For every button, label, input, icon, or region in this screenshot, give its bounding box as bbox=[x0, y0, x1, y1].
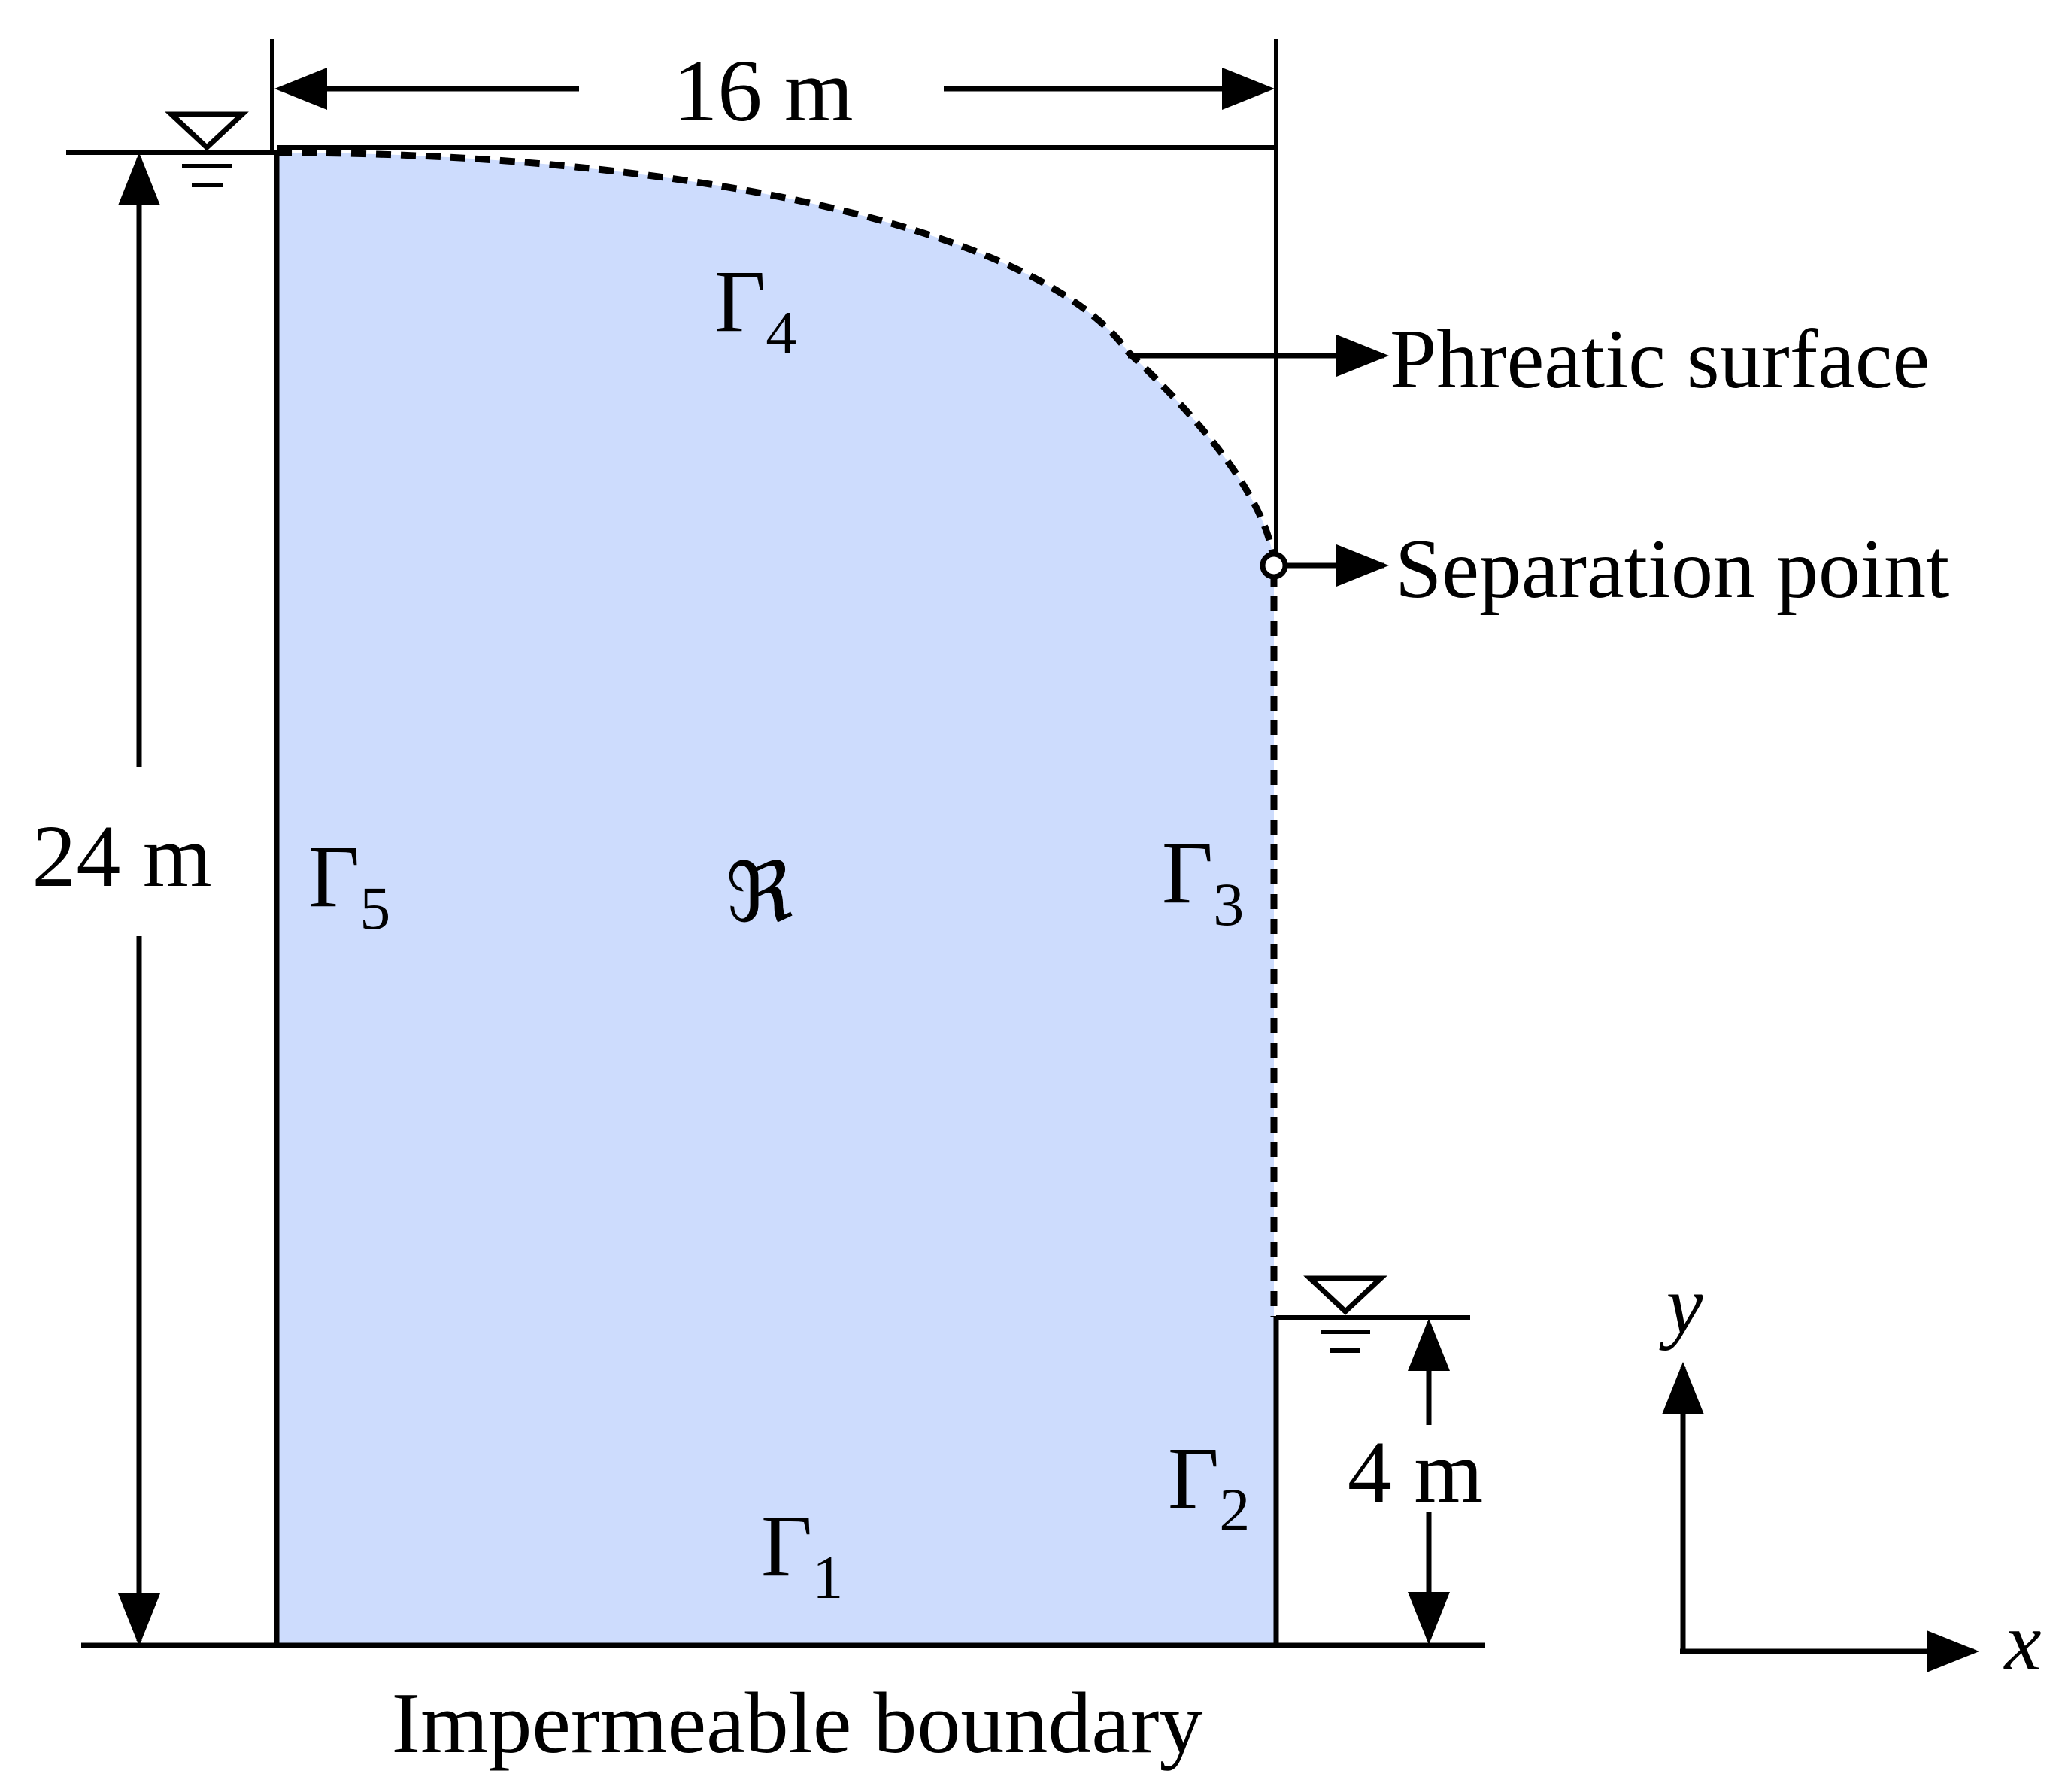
height-dimension-label: 24 m bbox=[32, 807, 211, 905]
gamma2-label: Γ2 bbox=[1168, 1429, 1250, 1544]
region-symbol: ℜ bbox=[726, 844, 793, 941]
upstream-water-level-icon bbox=[165, 111, 249, 187]
gamma3-label: Γ3 bbox=[1162, 823, 1244, 938]
gamma5-label: Γ5 bbox=[308, 827, 390, 942]
gamma1-label: Γ1 bbox=[761, 1496, 843, 1612]
gamma4-label: Γ4 bbox=[714, 252, 796, 367]
tailwater-level-icon bbox=[1303, 1275, 1387, 1353]
tailwater-dimension-label: 4 m bbox=[1348, 1423, 1483, 1521]
phreatic-surface-label: Phreatic surface bbox=[1390, 313, 1930, 406]
width-dimension-label: 16 m bbox=[673, 41, 853, 140]
separation-point-marker bbox=[1260, 551, 1288, 580]
separation-point-label: Separation point bbox=[1395, 523, 1949, 616]
seepage-domain bbox=[277, 153, 1274, 1645]
x-axis-label: x bbox=[2003, 1596, 2042, 1687]
impermeable-boundary-label: Impermeable boundary bbox=[391, 1675, 1202, 1772]
phreatic-surface-curve bbox=[276, 149, 1278, 566]
y-axis-label: y bbox=[1659, 1259, 1703, 1351]
